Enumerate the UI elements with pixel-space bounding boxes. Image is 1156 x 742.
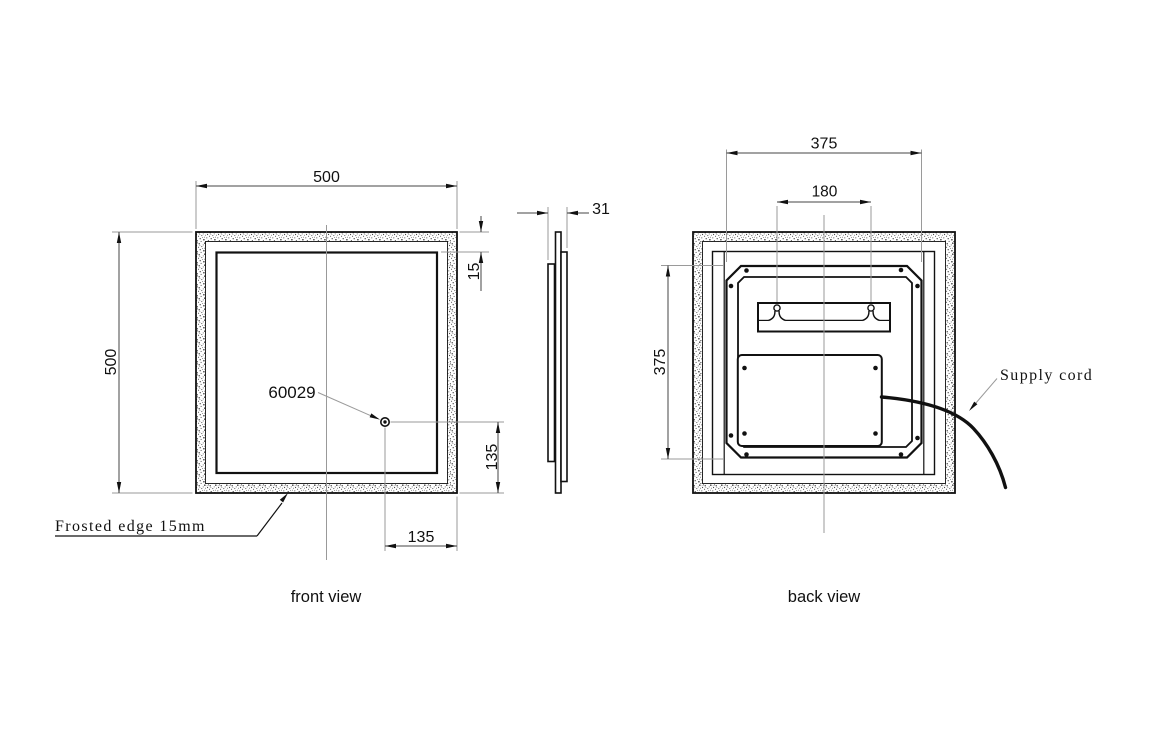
front-view-caption: front view [291, 588, 362, 606]
supply-cord [879, 395, 1008, 490]
screw [744, 268, 749, 273]
arrowhead [196, 183, 207, 189]
touch-sensor-icon [379, 416, 390, 427]
arrowhead [777, 199, 788, 205]
dim-front-width: 500 [313, 169, 340, 186]
screw [873, 431, 878, 436]
dim-bracket-spacing: 180 [812, 184, 838, 201]
keyhole-hook-icon [862, 304, 880, 322]
frosted-leader-line [256, 502, 283, 537]
frosted-edge-note: Frosted edge 15mm [55, 518, 206, 535]
back-view: 375 180 375 Supply cord back view [652, 136, 1093, 607]
dim-front-height: 500 [103, 349, 120, 376]
screw [898, 452, 904, 457]
arrowhead [116, 482, 122, 493]
arrowhead [567, 210, 578, 216]
arrowhead [446, 543, 457, 549]
screw [728, 433, 734, 438]
dim-backpanel-width: 375 [811, 136, 838, 153]
dim-backpanel-height: 375 [652, 349, 669, 376]
screw [742, 431, 747, 436]
arrowhead [478, 221, 484, 232]
arrowhead [495, 422, 501, 433]
arrowhead [665, 448, 671, 459]
arrowhead [495, 482, 501, 493]
side-mirror-glass [554, 231, 562, 494]
back-view-caption: back view [788, 588, 861, 606]
side-back-box [547, 263, 556, 463]
sensor-code-label: 60029 [268, 383, 315, 402]
dim-frost-top: 15 [466, 263, 483, 281]
side-frame-layer [560, 251, 568, 483]
dim-sensor-right: 135 [408, 529, 435, 546]
arrowhead [910, 150, 922, 156]
cord-leader-line [975, 378, 998, 404]
arrowhead [279, 493, 288, 503]
supply-cord-note: Supply cord [1000, 367, 1093, 384]
arrowhead [385, 543, 396, 549]
arrowhead [478, 252, 484, 263]
arrowhead [116, 232, 122, 243]
arrowhead [446, 183, 457, 189]
side-view: 31 [517, 201, 610, 494]
arrowhead [726, 150, 738, 156]
screw [873, 365, 878, 371]
arrowhead [369, 413, 380, 420]
keyhole-hook-icon [768, 304, 786, 322]
arrowhead [537, 210, 548, 216]
screw [742, 365, 747, 371]
arrowhead [665, 265, 671, 277]
sensor-leader-line [317, 392, 372, 417]
arrowhead [860, 199, 871, 205]
screw [915, 283, 920, 289]
dim-thickness: 31 [592, 201, 610, 218]
driver-box [736, 354, 883, 447]
front-view: 500 500 15 135 135 60029 Frosted edge 15… [55, 169, 504, 606]
screw [744, 452, 749, 457]
screw [915, 435, 920, 441]
arrowhead [969, 401, 978, 411]
screw [728, 283, 734, 289]
dim-sensor-up: 135 [484, 444, 501, 471]
screw [898, 267, 904, 273]
